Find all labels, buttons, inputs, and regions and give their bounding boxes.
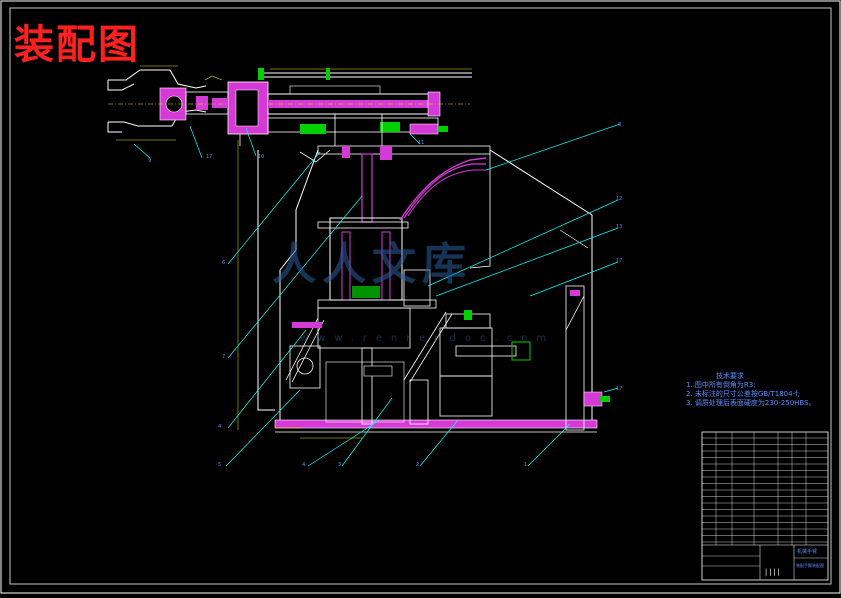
callout-label: 9	[148, 158, 151, 164]
callout-label: 17	[206, 154, 212, 160]
svg-text:||||: ||||	[764, 568, 781, 576]
callout-label: 17	[616, 258, 622, 264]
callout-label: 4	[218, 424, 221, 430]
parts-list: 机械手臂 装配手臂装配图 ||||	[701, 431, 829, 581]
callout-label: 11	[418, 140, 424, 146]
callout-label: 17	[616, 386, 622, 392]
watermark: 人人文库	[272, 239, 472, 290]
callout-label: 3	[338, 462, 341, 468]
callout-label: 7	[222, 354, 225, 360]
callout-label: 4	[302, 462, 305, 468]
machine-frame	[237, 140, 610, 439]
inner-border	[9, 7, 832, 585]
note-item: 2. 未标注的尺寸公差按GB/T1804-f;	[686, 390, 800, 398]
drawing-title: 装配图	[14, 22, 140, 68]
callout-label: 13	[616, 224, 622, 230]
callout-label: 1	[524, 462, 527, 468]
callout-label: 8	[618, 122, 621, 128]
callout-label: 6	[222, 260, 225, 266]
callout-label: 10	[258, 154, 264, 160]
note-item: 1. 图中所有倒角为R3;	[686, 381, 756, 389]
leader-lines	[133, 123, 621, 467]
drawing-name: 机械手臂	[797, 548, 817, 555]
watermark-url: www.renrendoc.com	[300, 333, 556, 344]
notes-heading: 技术要求	[716, 372, 744, 380]
note-item: 3. 调质处理后表面硬度为230-250HBS。	[686, 399, 816, 407]
callout-label: 5	[218, 462, 221, 468]
arm-assembly	[107, 65, 472, 146]
drawing-subtitle: 装配手臂装配图	[796, 562, 824, 568]
callout-label: 12	[616, 196, 622, 202]
technical-notes: 技术要求 1. 图中所有倒角为R3; 2. 未标注的尺寸公差按GB/T1804-…	[686, 372, 816, 408]
callout-label: 2	[416, 462, 419, 468]
callout-labels: 9 17 10 11 8 6 7 12 13 17 4 5 4 3 2 1 17	[148, 122, 622, 468]
